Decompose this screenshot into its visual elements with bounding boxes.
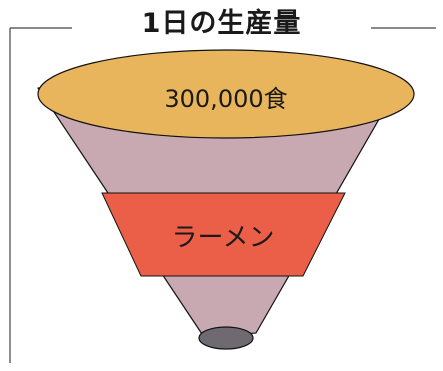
top-production-label: 300,000食 [164, 85, 287, 113]
funnel-top-ellipse [37, 49, 415, 139]
ramen-band-label: ラーメン [172, 223, 275, 253]
funnel-band [101, 192, 346, 277]
funnel-bottom-ellipse [198, 326, 254, 350]
diagram-title: 1日の生産量 [141, 8, 302, 39]
frame [9, 27, 436, 363]
